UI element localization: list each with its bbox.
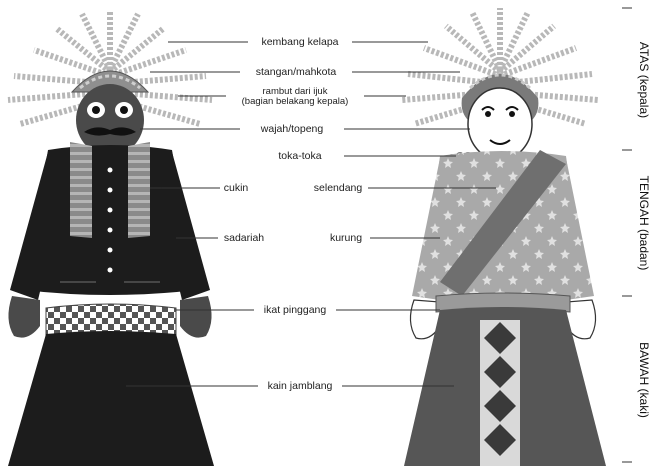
labels: kembang kelapa stangan/mahkota rambut da… (224, 36, 363, 392)
label-rambut-line2: (bagian belakang kepala) (242, 96, 349, 107)
male-skirt (8, 331, 214, 466)
label-ikat-pinggang: ikat pinggang (264, 304, 327, 316)
section-labels: ATAS (kepala) TENGAH (badan) BAWAH (kaki… (637, 42, 651, 418)
section-tengah: TENGAH (badan) (637, 176, 651, 271)
label-selendang: selendang (314, 182, 363, 194)
section-bawah: BAWAH (kaki) (637, 342, 651, 418)
male-left-hand (8, 296, 40, 338)
label-toka-toka: toka-toka (278, 150, 321, 162)
label-kembang-kelapa: kembang kelapa (261, 36, 338, 48)
label-kain-jamblang: kain jamblang (268, 380, 333, 392)
label-kurung: kurung (330, 232, 362, 244)
female-figure (402, 8, 606, 466)
section-brackets (622, 8, 632, 462)
female-face (468, 88, 532, 160)
label-stangan-mahkota: stangan/mahkota (256, 66, 337, 78)
section-atas: ATAS (kepala) (637, 42, 651, 118)
label-cukin: cukin (224, 182, 249, 194)
male-cukin (70, 142, 92, 238)
label-sadariah: sadariah (224, 232, 264, 244)
label-wajah-topeng: wajah/topeng (260, 123, 324, 135)
male-right-hand (180, 296, 212, 338)
